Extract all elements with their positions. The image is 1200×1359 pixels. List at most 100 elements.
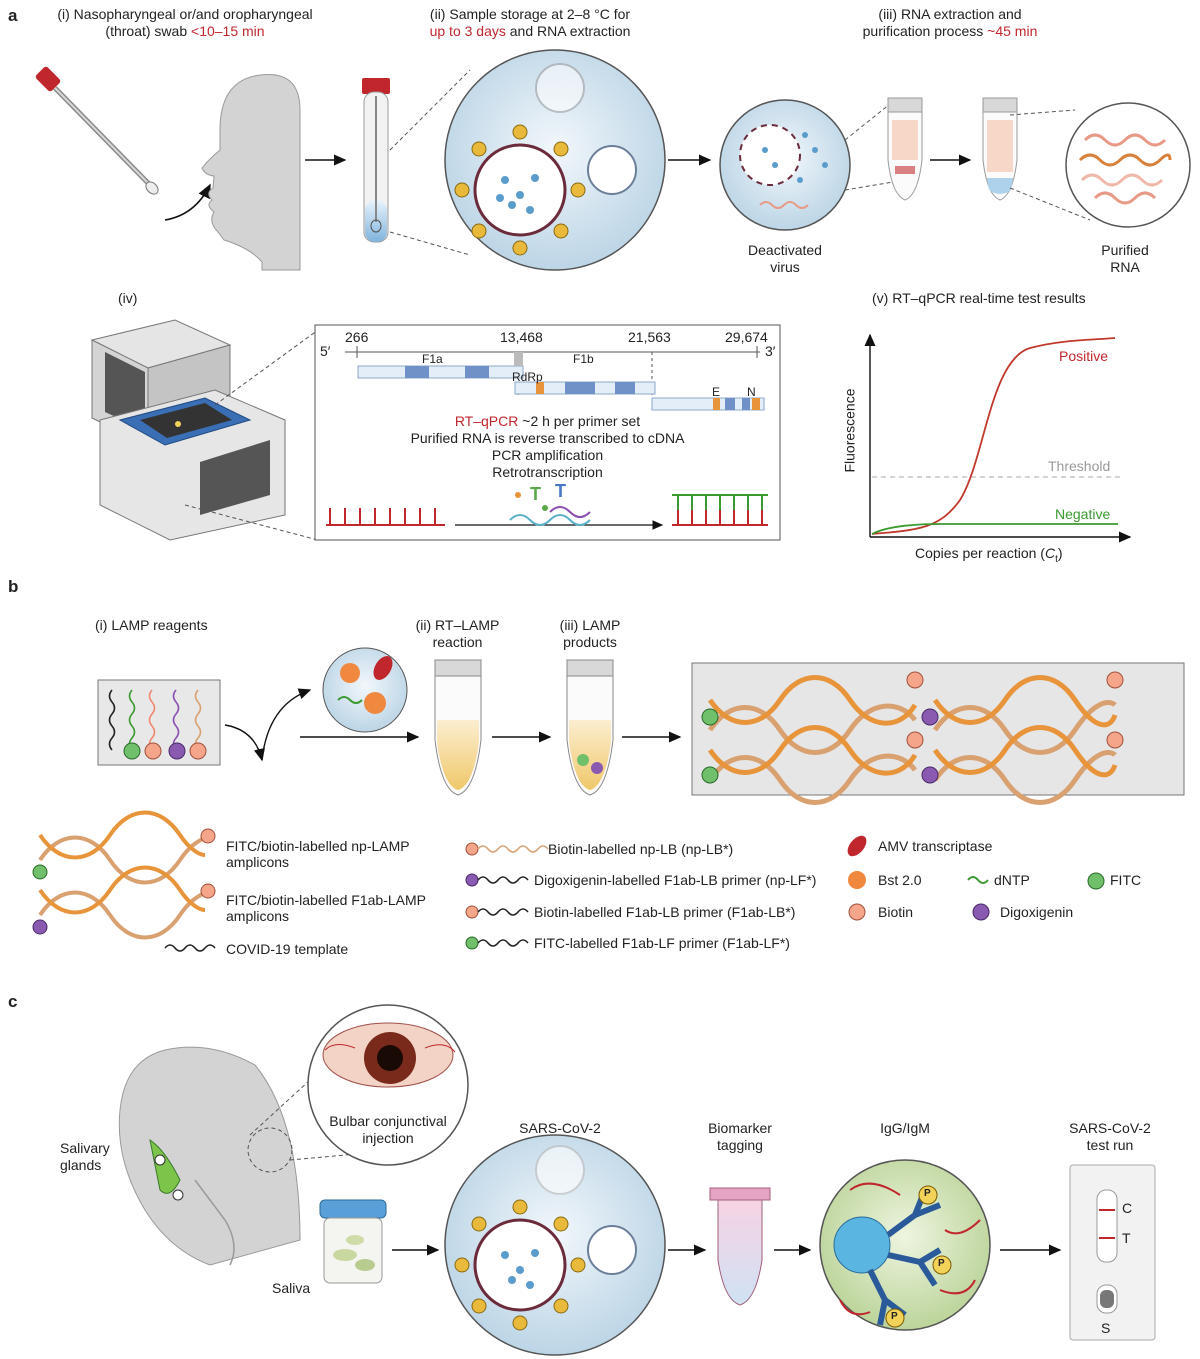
qpcr-description: RT–qPCR ~2 h per primer set Purified RNA… [320,413,775,481]
biomarker-line2: tagging [717,1137,763,1153]
legend-fitc-np: FITC/biotin-labelled np-LAMP amplicons [226,838,410,870]
genome-pos-21563: 21,563 [628,329,671,345]
lamp-products-line1: (iii) LAMP [559,617,621,633]
legend-helix-1 [38,810,206,885]
legend-helix-2 [38,865,206,940]
saliva-jar [319,1199,387,1284]
salivary-glands-label: Salivary glands [60,1140,110,1174]
genome-box [314,324,781,541]
legend-digoxigenin: Digoxigenin [1000,904,1074,920]
qpcr-time: ~2 h per primer set [518,413,641,429]
legend-fitc-np-line2: amplicons [226,854,290,870]
phospho-label-1: P [924,1188,931,1199]
purified-line1: Purified [1101,242,1149,258]
positive-curve [871,337,1116,535]
genome-pos-29674: 29,674 [725,329,768,345]
virus-large [454,124,586,256]
phospho-label-3: P [891,1311,898,1322]
legend-dig-f1ab: Digoxigenin-labelled F1ab-LB primer (np-… [534,872,817,888]
legend-amv: AMV transcriptase [878,838,993,854]
rt-lamp-line2: reaction [432,634,483,650]
step-storage-line1: (ii) Sample storage at 2–8 °C for [429,6,631,22]
qpcr-title: RT–qPCR [454,413,519,429]
strip-c-label: C [1122,1200,1133,1216]
step-extraction-time: ~45 min [987,23,1038,39]
test-run-label: SARS-CoV-2 test run [1055,1120,1165,1154]
legend-threshold: Threshold [1048,458,1111,474]
step-v-label: (v) RT–qPCR real-time test results [872,290,1086,306]
gene-e: E [712,385,721,399]
dna-helix [707,675,918,755]
step-storage-line2: and RNA extraction [505,23,631,39]
genome-5prime: 5′ [320,343,331,359]
genome-3prime: 3′ [765,343,776,359]
genome-pos-266: 266 [345,329,369,345]
test-strip [1069,1164,1156,1341]
bulbar-line2: injection [362,1130,414,1146]
rt-lamp-tube [434,659,482,796]
biomarker-label: Biomarker tagging [690,1120,790,1154]
deactivated-line1: Deactivated [748,242,822,258]
purified-line2: RNA [1110,259,1140,275]
test-run-line2: test run [1086,1137,1134,1153]
qpcr-line4: Retrotranscription [492,464,603,480]
biomarker-line1: Biomarker [708,1120,772,1136]
chart-xlabel-text: Copies per reaction ( [915,545,1045,561]
step-swab-line1: (i) Nasopharyngeal or/and oropharyngeal [57,6,313,22]
lamp-products-line2: products [563,634,617,650]
deactivated-virus-label: Deactivated virus [735,242,835,276]
chart-xlabel-end: ) [1057,545,1063,561]
legend-fitc-f1ab-line2: amplicons [226,908,290,924]
svg-text:T: T [530,484,541,504]
legend-fitc-f1ab-lf: FITC-labelled F1ab-LF primer (F1ab-LF*) [534,935,790,951]
gene-n: N [747,385,756,399]
biomarker-tube [709,1187,771,1306]
step-swab-time: <10–15 min [191,23,265,39]
head-profile [201,73,301,271]
gene-rdrp: RdRp [512,370,543,384]
deactivated-line2: virus [770,259,800,275]
sample-tube [362,78,390,243]
svg-text:T: T [555,481,566,501]
step-swab-line2: (throat) swab [105,23,192,39]
chart-ylabel: Fluorescence [841,388,858,473]
genome-pos-13468: 13,468 [500,329,543,345]
bulbar-line1: Bulbar conjunctival [329,1113,447,1129]
enzyme-circle [322,647,408,733]
legend-dntp: dNTP [994,872,1030,888]
legend-fitc-f1ab: FITC/biotin-labelled F1ab-LAMP amplicons [226,892,426,924]
primers-mix: T T [509,481,591,526]
step-storage-label: (ii) Sample storage at 2–8 °C for up to … [375,6,685,40]
step-swab-label: (i) Nasopharyngeal or/and oropharyngeal … [30,6,340,40]
sars-label: SARS-CoV-2 [519,1120,601,1136]
strip-s-label: S [1101,1320,1111,1336]
legend-bst: Bst 2.0 [878,872,922,888]
legend-biotin-f1ab: Biotin-labelled F1ab-LB primer (F1ab-LB*… [534,904,796,920]
antibody-circle [819,1159,991,1331]
extraction-tube-2 [982,97,1018,201]
legend-negative: Negative [1055,506,1111,522]
legend-template: COVID-19 template [226,941,349,957]
virus-small-blue [587,145,637,195]
legend-fitc-np-line1: FITC/biotin-labelled np-LAMP [226,838,410,854]
salivary-line2: glands [60,1157,102,1173]
purified-rna-label: Purified RNA [1085,242,1165,276]
panel-a-letter: a [8,6,18,25]
igg-label: IgG/IgM [880,1120,930,1136]
rt-lamp-label: (ii) RT–LAMP reaction [400,617,515,651]
chart-xlabel: Copies per reaction (Ct) [915,545,1063,568]
legend-biotin-np-lb: Biotin-labelled np-LB (np-LB*) [548,841,734,857]
salivary-line1: Salivary [60,1140,110,1156]
extraction-tube-1 [887,97,923,201]
rt-lamp-line1: (ii) RT–LAMP [415,617,500,633]
legend-biotin: Biotin [878,904,914,920]
primers-single [326,508,445,526]
step-storage-time: up to 3 days [429,23,506,39]
qpcr-machine [90,319,286,541]
purified-rna-circle [1065,102,1191,228]
panel-c-letter: c [8,992,18,1011]
primers-double [672,494,768,526]
panel-b-letter: b [8,577,19,596]
phospho-label-2: P [938,1258,945,1269]
